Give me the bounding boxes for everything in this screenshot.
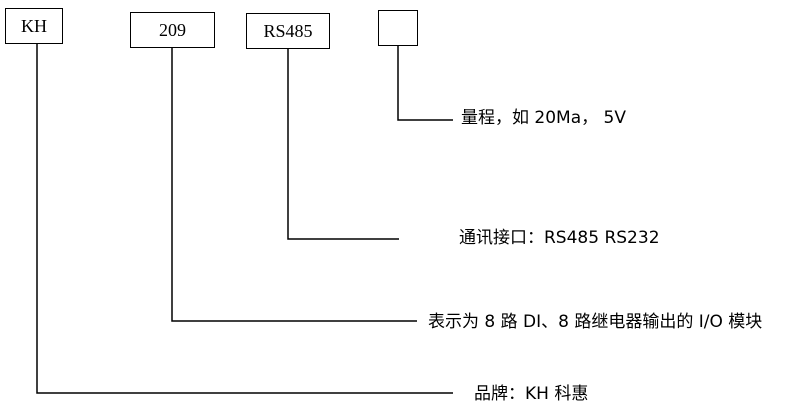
range-description: 量程，如 20Ma， 5V <box>461 108 626 128</box>
range-code-box <box>378 10 418 46</box>
model-code-text: 209 <box>159 19 186 40</box>
io-description: 表示为 8 路 DI、8 路继电器输出的 I/O 模块 <box>428 312 763 332</box>
leader-line-range <box>397 46 453 121</box>
brand-code-box: KH <box>5 8 63 44</box>
comm-description: 通讯接口：RS485 RS232 <box>459 228 660 248</box>
comm-code-text: RS485 <box>263 20 313 41</box>
brand-code-text: KH <box>21 15 47 36</box>
brand-description: 品牌：KH 科惠 <box>474 384 589 404</box>
leader-line-comm <box>287 49 399 240</box>
leader-line-io <box>171 48 417 322</box>
leader-line-brand <box>36 44 453 394</box>
model-code-box: 209 <box>130 12 215 48</box>
comm-code-box: RS485 <box>246 13 330 49</box>
